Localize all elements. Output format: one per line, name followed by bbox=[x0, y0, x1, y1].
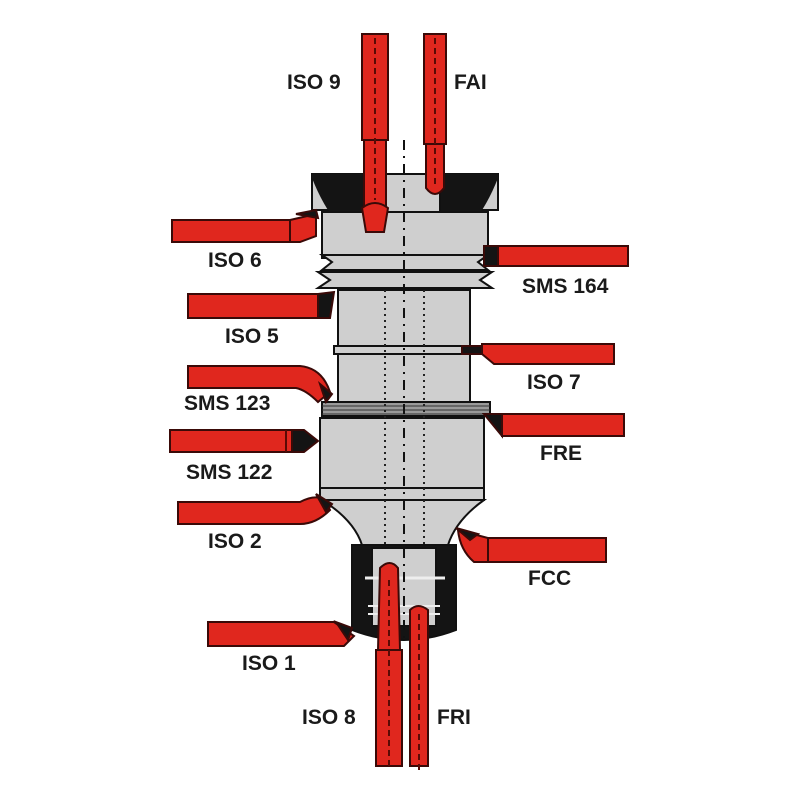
label-iso8: ISO 8 bbox=[302, 706, 356, 729]
tool-fre bbox=[481, 413, 625, 439]
centerlines bbox=[384, 140, 425, 640]
label-iso9: ISO 9 bbox=[287, 71, 341, 94]
label-fri: FRI bbox=[437, 706, 471, 729]
tool-iso5 bbox=[187, 290, 336, 319]
label-sms164: SMS 164 bbox=[522, 275, 609, 298]
tool-fri bbox=[409, 605, 429, 770]
tool-iso8 bbox=[375, 562, 403, 770]
label-sms123: SMS 123 bbox=[184, 392, 271, 415]
label-sms122: SMS 122 bbox=[186, 461, 273, 484]
label-iso7: ISO 7 bbox=[527, 371, 581, 394]
label-iso5: ISO 5 bbox=[225, 325, 279, 348]
tool-iso7 bbox=[461, 343, 615, 365]
tool-iso9 bbox=[360, 33, 390, 233]
label-fcc: FCC bbox=[528, 567, 572, 590]
label-iso6: ISO 6 bbox=[208, 249, 262, 272]
tool-iso2 bbox=[177, 493, 334, 525]
tool-fai bbox=[423, 33, 447, 195]
label-iso2: ISO 2 bbox=[208, 530, 262, 553]
label-fre: FRE bbox=[540, 442, 582, 465]
tools bbox=[169, 33, 629, 770]
tool-sms123 bbox=[187, 365, 334, 405]
tool-iso6 bbox=[171, 208, 320, 243]
tool-fcc bbox=[455, 527, 607, 563]
label-iso1: ISO 1 bbox=[242, 652, 296, 675]
tool-sms164 bbox=[483, 245, 629, 267]
tool-sms122 bbox=[169, 429, 320, 453]
label-fai: FAI bbox=[454, 71, 487, 94]
tool-iso1 bbox=[207, 619, 356, 647]
